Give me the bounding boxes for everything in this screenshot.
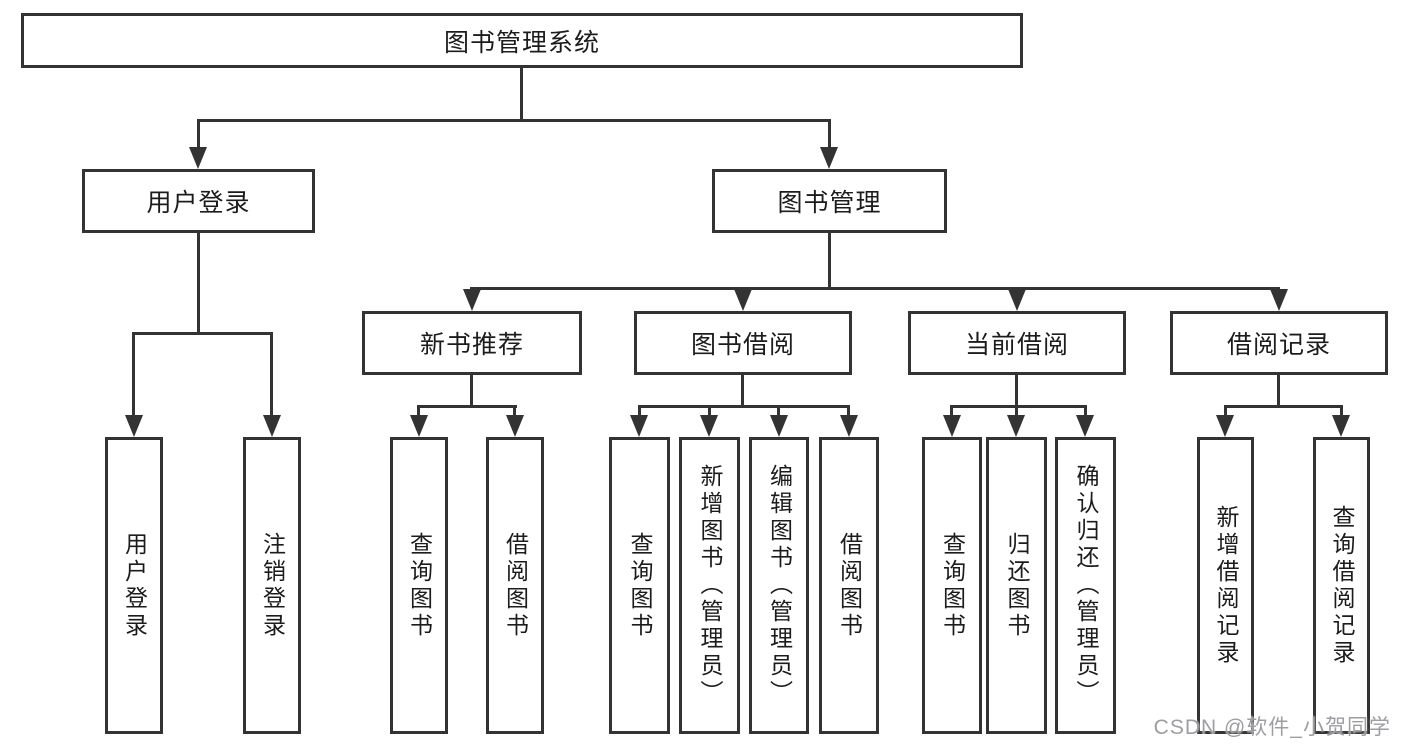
arrow-down-icon — [700, 415, 718, 437]
leaf-label: 借阅图书 — [836, 531, 863, 640]
connector-drop-book-mgmt — [828, 119, 831, 150]
connector-drop-user-login — [197, 119, 200, 150]
arrow-down-icon — [1216, 415, 1234, 437]
leaf-label: 借阅图书 — [502, 531, 529, 640]
connector-borrow-record-trunk — [1277, 375, 1280, 408]
leaf-label: 注销登录 — [259, 531, 286, 640]
connector-drop-leaf — [270, 332, 273, 418]
node-label: 图书管理 — [777, 189, 882, 217]
leaf-label: 确认归还（管理员） — [1073, 464, 1099, 707]
leaf-query-books-borrow: 查询图书 — [609, 437, 670, 734]
connector-level1-bar — [197, 119, 831, 122]
connector-current-borrow-trunk — [1015, 375, 1018, 408]
leaf-add-borrow-record: 新增借阅记录 — [1197, 437, 1254, 734]
connector-drop-leaf — [417, 405, 420, 419]
leaf-query-books-current: 查询图书 — [922, 437, 982, 734]
arrow-down-icon — [263, 415, 281, 437]
connector-drop-leaf — [1084, 405, 1087, 419]
leaf-query-borrow-record: 查询借阅记录 — [1313, 437, 1370, 734]
connector-root-trunk — [520, 68, 523, 122]
connector-drop-leaf — [708, 405, 711, 419]
node-label: 当前借阅 — [964, 331, 1069, 359]
node-label: 新书推荐 — [419, 331, 524, 359]
node-book-management: 图书管理 — [712, 169, 947, 233]
arrow-down-icon — [1007, 415, 1025, 437]
arrow-down-icon — [463, 289, 481, 311]
connector-book-mgmt-trunk — [828, 233, 831, 290]
arrow-down-icon — [943, 415, 961, 437]
connector-borrow-record-bar — [1224, 405, 1343, 408]
connector-book-borrow-trunk — [741, 375, 744, 408]
arrow-down-icon — [189, 147, 207, 169]
leaf-label: 查询图书 — [627, 531, 653, 640]
leaf-label: 新增借阅记录 — [1213, 504, 1239, 667]
arrow-down-icon — [1270, 289, 1288, 311]
node-label: 借阅记录 — [1226, 331, 1331, 359]
leaf-label: 用户登录 — [121, 531, 148, 640]
arrow-down-icon — [410, 415, 428, 437]
arrow-down-icon — [820, 147, 838, 169]
arrow-down-icon — [1076, 415, 1094, 437]
connector-drop-leaf — [777, 405, 780, 419]
arrow-down-icon — [1008, 289, 1026, 311]
connector-current-borrow-bar — [950, 405, 1087, 408]
arrow-down-icon — [125, 415, 143, 437]
node-label: 图书借阅 — [690, 331, 795, 359]
connector-drop-leaf — [1340, 405, 1343, 419]
connector-drop-leaf — [1015, 405, 1018, 419]
connector-new-book-bar — [417, 405, 517, 408]
arrow-down-icon — [840, 415, 858, 437]
leaf-confirm-return-admin: 确认归还（管理员） — [1055, 437, 1116, 734]
connector-drop-leaf — [132, 332, 135, 418]
connector-book-mgmt-bar — [470, 287, 1280, 290]
connector-user-login-trunk — [197, 233, 200, 335]
node-book-borrowing: 图书借阅 — [634, 311, 852, 375]
csdn-watermark: CSDN @软件_小贺同学 — [1153, 716, 1391, 739]
connector-drop-leaf — [513, 405, 516, 419]
connector-drop-leaf — [847, 405, 850, 419]
connector-book-borrow-bar — [638, 405, 850, 408]
node-root-system: 图书管理系统 — [21, 13, 1023, 68]
node-label: 图书管理系统 — [443, 28, 600, 57]
leaf-label: 新增图书（管理员） — [697, 464, 723, 707]
connector-new-book-trunk — [470, 375, 473, 408]
node-borrow-records: 借阅记录 — [1170, 311, 1388, 375]
connector-drop-leaf — [950, 405, 953, 419]
node-new-book-recommend: 新书推荐 — [362, 311, 582, 375]
leaf-query-books-recommend: 查询图书 — [390, 437, 448, 734]
leaf-borrow-books-recommend: 借阅图书 — [486, 437, 544, 734]
connector-drop-leaf — [1224, 405, 1227, 419]
leaf-label: 查询借阅记录 — [1329, 504, 1355, 667]
leaf-label: 查询图书 — [939, 531, 966, 640]
leaf-logout: 注销登录 — [243, 437, 301, 734]
leaf-label: 查询图书 — [406, 531, 433, 640]
arrow-down-icon — [1332, 415, 1350, 437]
node-user-login: 用户登录 — [82, 169, 315, 233]
connector-drop-leaf — [638, 405, 641, 419]
node-current-borrowing: 当前借阅 — [908, 311, 1126, 375]
arrow-down-icon — [734, 289, 752, 311]
leaf-add-books-admin: 新增图书（管理员） — [679, 437, 740, 734]
leaf-edit-books-admin: 编辑图书（管理员） — [749, 437, 809, 734]
node-label: 用户登录 — [146, 189, 251, 217]
leaf-label: 编辑图书（管理员） — [766, 464, 793, 707]
leaf-user-login: 用户登录 — [105, 437, 163, 734]
arrow-down-icon — [506, 415, 524, 437]
leaf-label: 归还图书 — [1004, 531, 1030, 640]
arrow-down-icon — [630, 415, 648, 437]
leaf-borrow-books: 借阅图书 — [819, 437, 879, 734]
arrow-down-icon — [770, 415, 788, 437]
leaf-return-books: 归还图书 — [986, 437, 1047, 734]
connector-user-login-bar — [132, 332, 273, 335]
